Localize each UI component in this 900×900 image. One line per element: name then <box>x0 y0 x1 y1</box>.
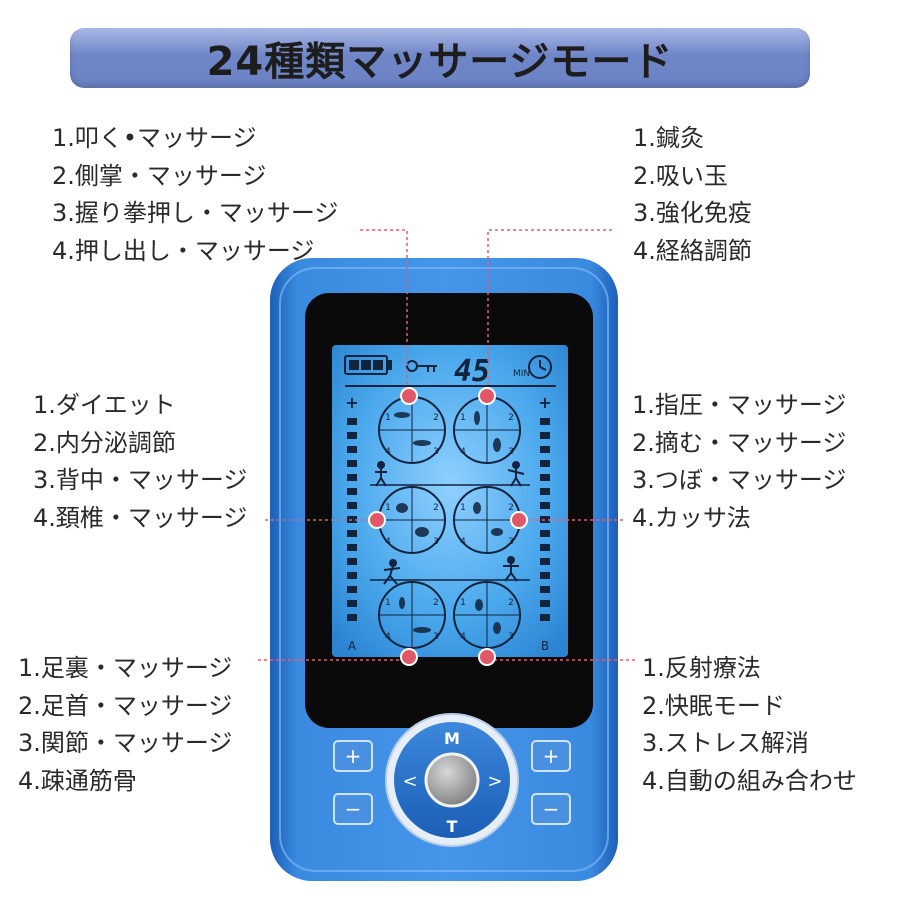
mode-item: 4.自動の組み合わせ <box>642 766 857 795</box>
mode-numbers: 1 2 3 4 1 2 3 4 1 2 3 4 1 2 3 4 1 2 3 4 … <box>385 413 514 642</box>
mode-item: 2.摘む・マッサージ <box>632 428 847 457</box>
figure-icons <box>375 461 525 585</box>
mode-item: 4.疎通筋骨 <box>18 766 137 795</box>
mode-number: 1 <box>385 598 391 608</box>
mode-number: 1 <box>460 503 466 513</box>
mode-item: 1.叩く•マッサージ <box>52 124 257 152</box>
battery-icon <box>344 355 392 375</box>
mode-number: 2 <box>433 413 439 423</box>
mode-number: 3 <box>508 447 514 457</box>
mode-number: 2 <box>508 598 514 608</box>
mode-item: 2.内分泌調節 <box>33 428 176 457</box>
button-group-right <box>531 740 571 825</box>
timer-display: 45 <box>454 354 490 389</box>
callout-lines <box>258 229 635 661</box>
mode-item: 3.ストレス解消 <box>642 729 809 757</box>
mode-item: 4.カッサ法 <box>632 503 751 532</box>
plus-button-b[interactable] <box>531 740 571 772</box>
mode-item: 1.足裏・マッサージ <box>18 654 233 682</box>
plus-button-b-label: + <box>543 744 560 768</box>
mode-number: 2 <box>508 503 514 513</box>
clock-icon <box>528 355 552 379</box>
mode-number: 2 <box>433 598 439 608</box>
mode-list-mid-left: 1.ダイエット 2.内分泌調節 3.背中・マッサージ 4.頚椎・マッサージ <box>33 387 247 537</box>
mode-number: 4 <box>460 447 466 457</box>
mode-number: 4 <box>385 447 391 457</box>
mode-item: 3.関節・マッサージ <box>18 729 233 757</box>
channel-b-label: B <box>541 639 549 653</box>
mode-number: 3 <box>433 447 439 457</box>
mode-number: 1 <box>385 503 391 513</box>
minus-button-a-label: − <box>345 797 362 821</box>
mode-number: 2 <box>433 503 439 513</box>
mode-number: 1 <box>460 598 466 608</box>
mode-item: 1.反射療法 <box>642 654 761 682</box>
callout-markers <box>368 387 528 666</box>
mode-item: 1.指圧・マッサージ <box>632 391 847 419</box>
mode-item: 4.頚椎・マッサージ <box>33 503 248 532</box>
timer-unit: MIN <box>513 369 530 379</box>
massage-pictograms <box>394 411 503 634</box>
mode-number: 4 <box>460 632 466 642</box>
mode-item: 3.背中・マッサージ <box>33 466 248 494</box>
mode-number: 3 <box>433 632 439 642</box>
mode-item: 1.鍼灸 <box>633 124 704 152</box>
nav-left-button[interactable]: < <box>402 771 417 792</box>
mode-item: 3.握り拳押し・マッサージ <box>52 199 339 227</box>
mode-list-bottom-left: 1.足裏・マッサージ 2.足首・マッサージ 3.関節・マッサージ 4.疎通筋骨 <box>18 650 232 800</box>
mode-item: 4.経絡調節 <box>633 236 752 265</box>
banner-title: 24種類マッサージモード <box>206 39 674 85</box>
mode-number: 3 <box>508 632 514 642</box>
mode-item: 3.つぼ・マッサージ <box>632 466 847 494</box>
plus-symbol: + <box>345 393 358 412</box>
mode-number: 3 <box>433 537 439 547</box>
mode-number: 3 <box>508 537 514 547</box>
nav-right-button[interactable]: > <box>487 771 502 792</box>
mode-item: 2.側掌・マッサージ <box>52 161 267 190</box>
mode-list-mid-right: 1.指圧・マッサージ 2.摘む・マッサージ 3.つぼ・マッサージ 4.カッサ法 <box>632 387 846 537</box>
mode-number: 2 <box>508 413 514 423</box>
mode-list-top-right: 1.鍼灸 2.吸い玉 3.強化免疫 4.経絡調節 <box>633 120 752 270</box>
mode-list-top-left: 1.叩く•マッサージ 2.側掌・マッサージ 3.握り拳押し・マッサージ 4.押し… <box>52 120 338 270</box>
mode-item: 4.押し出し・マッサージ <box>52 236 315 265</box>
minus-button-b-label: − <box>543 797 560 821</box>
channel-a-label: A <box>348 639 357 653</box>
plus-button-a[interactable] <box>333 740 373 772</box>
mode-number: 1 <box>385 413 391 423</box>
mode-list-bottom-right: 1.反射療法 2.快眠モード 3.ストレス解消 4.自動の組み合わせ <box>642 650 857 800</box>
nav-up-button[interactable]: M <box>444 729 460 748</box>
mode-number: 1 <box>460 413 466 423</box>
lcd-screen <box>332 345 568 657</box>
plus-button-a-label: + <box>345 744 362 768</box>
center-button[interactable] <box>424 752 480 808</box>
device-body-highlight <box>279 267 609 872</box>
title-banner: 24種類マッサージモード <box>70 28 810 88</box>
button-group-left <box>333 740 373 825</box>
minus-button-a[interactable] <box>333 793 373 825</box>
minus-button-b[interactable] <box>531 793 571 825</box>
mode-circle-dividers <box>379 397 520 648</box>
mode-item: 2.快眠モード <box>642 691 785 720</box>
plus-symbol: + <box>538 393 551 412</box>
mode-item: 2.足首・マッサージ <box>18 691 233 720</box>
mode-item: 2.吸い玉 <box>633 161 728 190</box>
nav-down-button[interactable]: T <box>447 817 458 836</box>
mode-number: 4 <box>385 632 391 642</box>
mode-number: 4 <box>460 537 466 547</box>
mode-number: 4 <box>385 537 391 547</box>
mode-item: 1.ダイエット <box>33 391 176 419</box>
mode-item: 3.強化免疫 <box>633 199 752 227</box>
